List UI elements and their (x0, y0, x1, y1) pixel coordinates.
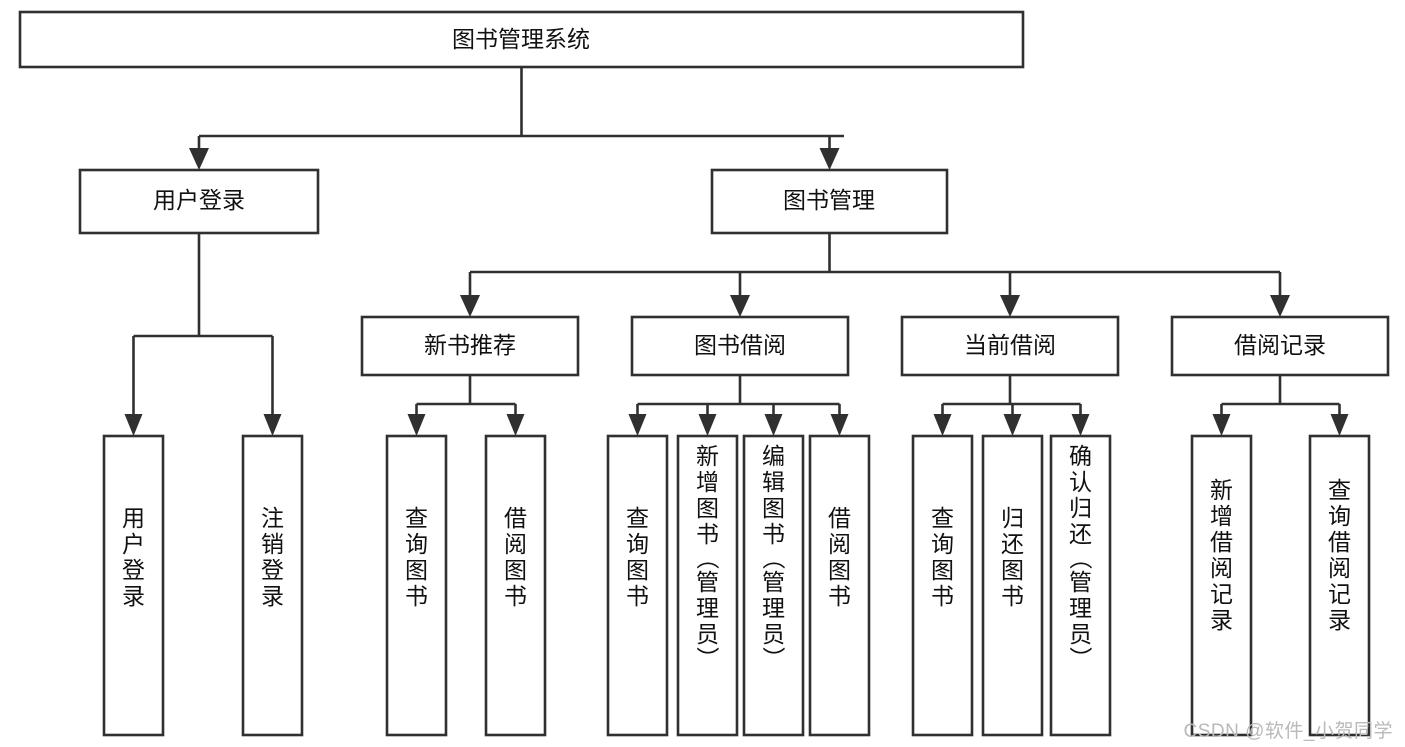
edge-current-borrow-to-leaves (933, 375, 1090, 436)
node-book-manage[interactable]: 图书管理 (710, 168, 949, 235)
arrowhead-ul-to-leaf-1 (124, 414, 143, 436)
arrowhead-bb-to-leaf-2 (698, 414, 717, 436)
node-user-login-label: 用户登录 (153, 187, 245, 213)
node-current-borrow-label: 当前借阅 (964, 332, 1056, 358)
node-root[interactable]: 图书管理系统 (18, 10, 1025, 69)
node-leaf-query-borrow-record-box[interactable] (1308, 434, 1371, 737)
leaf-nodes-group (102, 434, 1371, 737)
node-new-book-rec-label: 新书推荐 (424, 332, 516, 358)
node-leaf-query-book-3-box[interactable] (911, 434, 974, 737)
arrowhead-br-to-leaf-1 (1212, 414, 1231, 436)
arrowhead-bm-to-current-borrow (1000, 295, 1020, 317)
node-leaf-add-book-admin-box[interactable] (676, 434, 739, 737)
arrowhead-bm-to-new-book-rec (460, 295, 480, 317)
edge-root-to-level2 (189, 67, 844, 170)
edge-borrow-record-to-leaves (1212, 375, 1349, 436)
node-book-borrow-label: 图书借阅 (694, 332, 786, 358)
arrowhead-cb-to-leaf-2 (1003, 414, 1022, 436)
node-root-label: 图书管理系统 (452, 26, 590, 52)
edge-book-manage-to-level3 (460, 233, 1290, 317)
node-leaf-query-book-2-box[interactable] (606, 434, 669, 737)
node-book-borrow-box[interactable] (630, 315, 850, 377)
node-borrow-record[interactable]: 借阅记录 (1170, 315, 1390, 377)
node-new-book-rec-box[interactable] (360, 315, 580, 377)
node-leaf-logout-box[interactable] (241, 434, 304, 737)
node-leaf-return-book-box[interactable] (981, 434, 1044, 737)
arrowhead-nbr-to-leaf-1 (407, 414, 426, 436)
node-leaf-borrow-book-1-box[interactable] (484, 434, 547, 737)
arrowhead-br-to-leaf-2 (1330, 414, 1349, 436)
arrowhead-nbr-to-leaf-2 (506, 414, 525, 436)
node-leaf-confirm-return-admin-box[interactable] (1049, 434, 1112, 737)
arrowhead-cb-to-leaf-1 (933, 414, 952, 436)
arrowhead-bm-to-borrow-record (1270, 295, 1290, 317)
node-leaf-borrow-book-2-box[interactable] (808, 434, 871, 737)
node-current-borrow[interactable]: 当前借阅 (900, 315, 1120, 377)
node-borrow-record-box[interactable] (1170, 315, 1390, 377)
node-leaf-query-book-1-box[interactable] (385, 434, 448, 737)
arrowhead-cb-to-leaf-3 (1071, 414, 1090, 436)
edge-new-book-rec-to-leaves (407, 375, 525, 436)
arrowhead-root-to-book-manage (819, 148, 840, 170)
node-book-manage-label: 图书管理 (783, 187, 875, 213)
edge-book-borrow-to-leaves (628, 375, 849, 436)
node-book-borrow[interactable]: 图书借阅 (630, 315, 850, 377)
edge-user-login-to-leaves (124, 233, 282, 436)
node-book-manage-box[interactable] (710, 168, 949, 235)
arrowhead-bb-to-leaf-1 (628, 414, 647, 436)
node-root-box[interactable] (18, 10, 1025, 69)
arrowhead-bm-to-book-borrow (730, 295, 750, 317)
node-borrow-record-label: 借阅记录 (1234, 332, 1326, 358)
arrowhead-ul-to-leaf-2 (263, 414, 282, 436)
arrowhead-bb-to-leaf-3 (764, 414, 783, 436)
csdn-watermark: CSDN @软件_小贺同学 (1183, 721, 1393, 742)
node-new-book-rec[interactable]: 新书推荐 (360, 315, 580, 377)
node-user-login-box[interactable] (78, 168, 320, 235)
node-user-login[interactable]: 用户登录 (78, 168, 320, 235)
node-leaf-user-login-box[interactable] (102, 434, 165, 737)
node-current-borrow-box[interactable] (900, 315, 1120, 377)
node-leaf-edit-book-admin-box[interactable] (742, 434, 805, 737)
node-leaf-add-borrow-record-box[interactable] (1190, 434, 1253, 737)
arrowhead-root-to-user-login (189, 148, 209, 170)
arrowhead-bb-to-leaf-4 (830, 414, 849, 436)
